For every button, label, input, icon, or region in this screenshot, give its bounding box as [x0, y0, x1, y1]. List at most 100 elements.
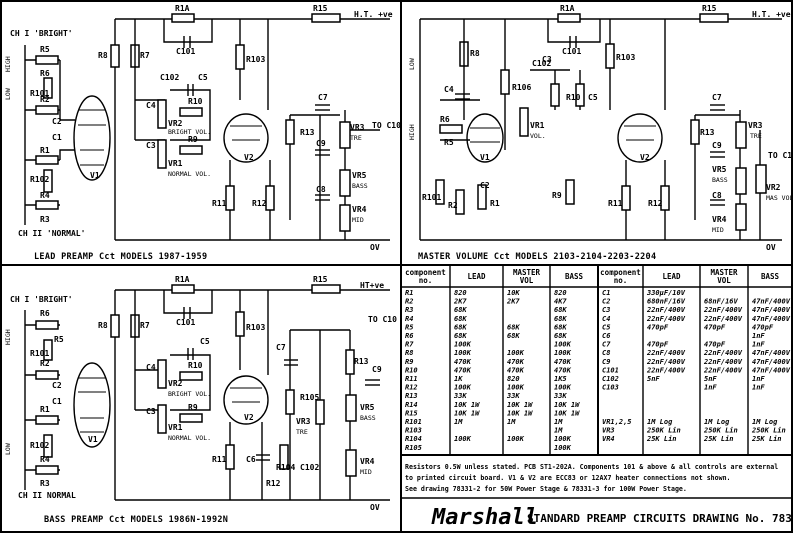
table-cell: 2K7 — [506, 298, 520, 306]
lead-label-vr4: VR4 — [352, 205, 367, 214]
table-cell: R101 — [405, 418, 422, 426]
lead-label-c7: C7 — [318, 93, 328, 102]
master-label-r13: R13 — [700, 128, 715, 137]
table-cell: 820 — [554, 289, 567, 297]
table-cell: 68K — [454, 315, 467, 323]
bass-label-c6: C6 — [246, 455, 256, 464]
table-cell: R12 — [405, 384, 418, 392]
table-cell: 22nF/400V — [646, 315, 686, 323]
master-label-r8: R8 — [470, 49, 480, 58]
table-cell: R4 — [405, 315, 413, 323]
master-label-vol: VOL. — [530, 132, 546, 140]
bass-label-vr2: VR2 — [168, 379, 183, 388]
bass-to-label: TO C10 — [368, 315, 397, 324]
table-cell: 47nF/400V — [752, 298, 791, 306]
bass-label-r5: R5 — [54, 335, 64, 344]
bass-preamp-circuit: R1A C101 R15 R103 R8 R7 R6 R5 R2 C2 R1 C… — [4, 275, 397, 525]
bass-label-r11: R11 — [212, 455, 227, 464]
bass-label-r4: R4 — [40, 455, 50, 464]
table-cell: 47nF/400V — [752, 366, 791, 374]
table-cell: R2 — [405, 298, 413, 306]
table-cell: 68K — [554, 315, 567, 323]
table-cell: 470pF — [704, 341, 726, 349]
bass-label-r104: R104 — [276, 463, 295, 472]
table-cell: R8 — [405, 349, 413, 357]
bass-label-r105: R105 — [300, 393, 319, 402]
bass-ch1-label: CH I 'BRIGHT' — [10, 295, 73, 304]
table-cell: 470pF — [647, 341, 669, 349]
lead-label-mid: MID — [352, 216, 364, 224]
lead-caption: LEAD PREAMP Cct MODELS 1987-1959 — [34, 252, 207, 262]
table-cell: 470pF — [647, 323, 669, 331]
lead-label-r5: R5 — [40, 45, 50, 54]
master-label-r9: R9 — [552, 191, 562, 200]
table-cell: 68K — [507, 332, 520, 340]
table-cell: 100K — [554, 341, 572, 349]
table-cell: 470pF — [704, 323, 726, 331]
bass-caption: BASS PREAMP Cct MODELS 1986N-1992N — [44, 515, 228, 525]
master-label-r106: R106 — [512, 83, 531, 92]
bass-label-vr5: VR5 — [360, 403, 375, 412]
lead-ht-label: H.T. +ve — [354, 10, 393, 19]
table-cell: 820 — [454, 289, 467, 297]
table-cell: 330µF/10V — [646, 289, 686, 297]
lead-label-r3: R3 — [40, 215, 50, 224]
table-cell: 22nF/400V — [646, 349, 686, 357]
table-cell: 5nF — [647, 375, 660, 383]
bass-label-r1: R1 — [40, 405, 50, 414]
master-label-c5: C5 — [588, 93, 598, 102]
bass-label-r101: R101 — [30, 349, 49, 358]
table-cell: 470K — [454, 358, 472, 366]
master-label-c8: C8 — [712, 191, 722, 200]
table-cell: 10K 1W — [454, 401, 480, 409]
master-label-r103: R103 — [616, 53, 635, 62]
lead-label-r15: R15 — [313, 4, 328, 13]
bass-label-r9: R9 — [188, 403, 198, 412]
table-cell: 22nF/400V — [703, 366, 743, 374]
lead-label-r7: R7 — [140, 51, 150, 60]
master-label-c9: C9 — [712, 141, 722, 150]
master-label-tre: TRE — [750, 132, 762, 140]
bass-label-c2: C2 — [52, 381, 62, 390]
bass-label-c4: C4 — [146, 363, 156, 372]
lead-hi-label: HIGH — [4, 56, 12, 72]
bass-label-r7: R7 — [140, 321, 150, 330]
table-cell: R103 — [405, 427, 422, 435]
bass-label-r102: R102 — [30, 441, 49, 450]
table-cell: 22nF/400V — [703, 306, 743, 314]
table-cell: 250K Lin — [703, 427, 738, 435]
master-label-v2: V2 — [640, 153, 650, 162]
table-cell: 1M Log — [647, 418, 673, 426]
table-cell: C102 — [602, 375, 619, 383]
lead-label-bass: BASS — [352, 182, 368, 190]
master-volume-circuit: R1A C101 R15 R8 C4 R103 R106 C102 R10 C3… — [408, 4, 793, 262]
bass-label-r3: R3 — [40, 479, 50, 488]
bass-label-r6: R6 — [40, 309, 50, 318]
lead-lo-label: LOW — [4, 88, 12, 100]
master-label-r1: R1 — [490, 199, 500, 208]
lead-label-r10: R10 — [188, 97, 203, 106]
table-cell: VR3 — [602, 427, 615, 435]
table-cell: 33K — [553, 392, 567, 400]
table-cell: R104 — [405, 435, 422, 443]
bass-label-v1: V1 — [88, 435, 98, 444]
table-cell: 68K — [454, 332, 467, 340]
bass-label-vr3: VR3 — [296, 417, 311, 426]
bass-label-bright-vol: BRIGHT VOL. — [168, 390, 211, 398]
lead-label-r4: R4 — [40, 191, 50, 200]
table-cell: 10K 1W — [554, 409, 580, 417]
master-label-vr5: VR5 — [712, 165, 727, 174]
table-cell: C8 — [602, 349, 610, 357]
lead-label-normal-vol: NORMAL VOL. — [168, 170, 211, 178]
table-cell: 22nF/400V — [646, 358, 686, 366]
table-cell: 470K — [554, 366, 572, 374]
lead-label-tre: TRE — [350, 134, 362, 142]
lead-label-r2: R2 — [40, 95, 50, 104]
table-cell: 68K — [454, 323, 467, 331]
lead-ch2-label: CH II 'NORMAL' — [18, 229, 85, 238]
table-cell: 1M — [554, 418, 563, 426]
bass-label-tre: TRE — [296, 428, 308, 436]
table-cell: 1M — [507, 418, 516, 426]
